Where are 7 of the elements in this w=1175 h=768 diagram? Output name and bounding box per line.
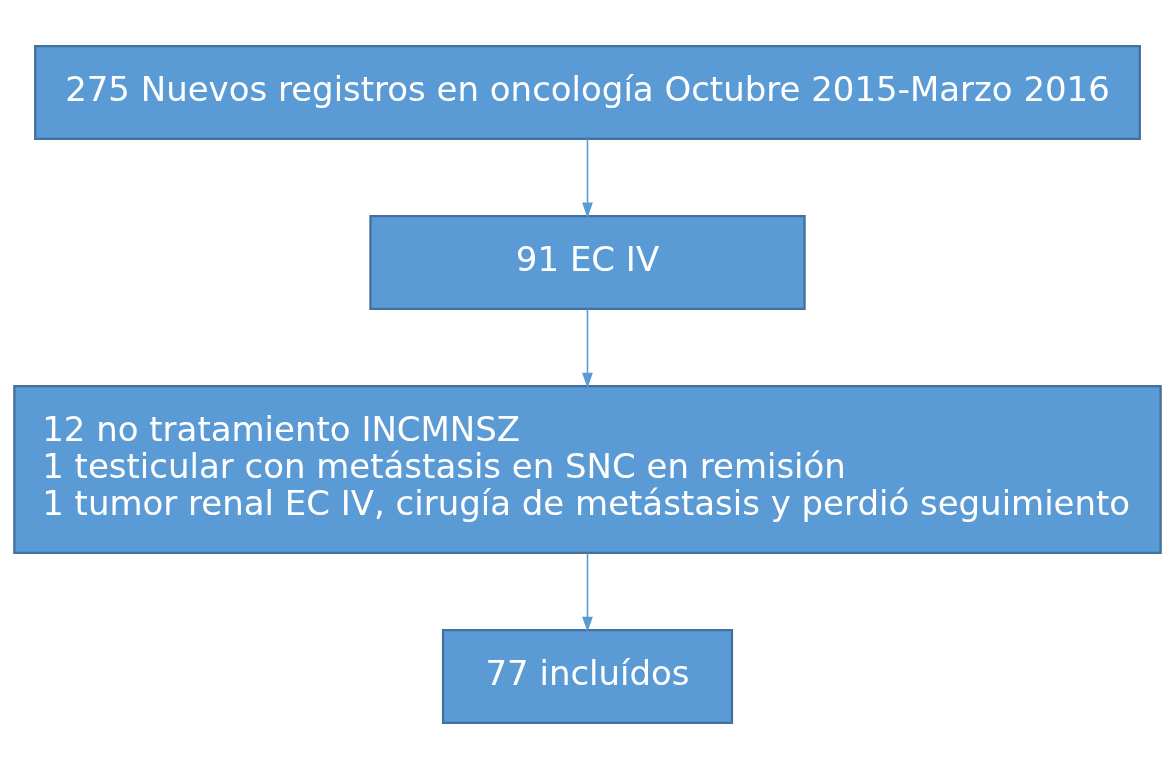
arrow bbox=[582, 308, 593, 388]
node-box: 77 incluídos bbox=[441, 628, 734, 724]
node-box: 275 Nuevos registros en oncología Octubre 2015-Marzo 2016 bbox=[34, 44, 1141, 140]
node-box: 12 no tratamiento INCMNSZ 1 testicular con metástasis en SNC en remisión 1 tumor renal EC IV, cirugía de metástasis y perdió seguimiento bbox=[13, 384, 1162, 554]
node-box: 91 EC IV bbox=[369, 214, 806, 310]
arrow bbox=[582, 137, 593, 218]
arrow bbox=[582, 552, 593, 632]
